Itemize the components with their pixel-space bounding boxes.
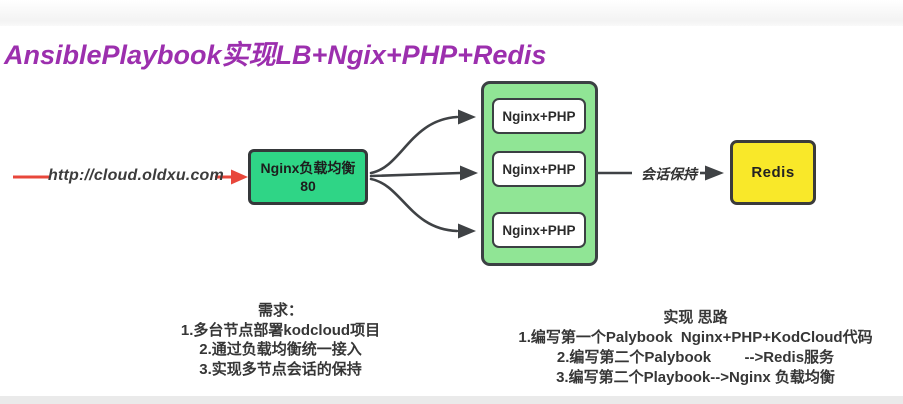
redis-label: Redis: [751, 164, 795, 181]
nginx-php-node: Nginx+PHP: [492, 151, 586, 187]
web-cluster-container: Nginx+PHP Nginx+PHP Nginx+PHP: [481, 81, 598, 266]
implementation-line: 3.编写第二个Playbook-->Nginx 负载均衡: [556, 369, 835, 386]
bottom-gray-strip: [0, 396, 903, 404]
implementation-notes: 实现 思路 1.编写第一个Palybook Nginx+PHP+KodCloud…: [488, 308, 903, 388]
requirements-line: 2.通过负载均衡统一接入: [199, 341, 362, 358]
nginx-php-node: Nginx+PHP: [492, 98, 586, 134]
implementation-heading: 实现 思路: [663, 309, 728, 326]
top-gradient-strip: [0, 0, 903, 26]
implementation-line: 2.编写第二个Palybook -->Redis服务: [556, 349, 835, 366]
curve-arrowhead-middle-icon: [460, 165, 478, 181]
requirements-heading: 需求：: [257, 302, 303, 319]
implementation-line: 1.编写第一个Palybook Nginx+PHP+KodCloud代码: [518, 329, 873, 346]
requirements-line: 3.实现多节点会话的保持: [199, 360, 362, 378]
load-balancer-box: Nginx负载均衡 80: [248, 149, 368, 205]
url-label: http://cloud.oldxu.com: [48, 167, 224, 184]
curve-arrowhead-bottom-icon: [458, 223, 476, 239]
curve-arrow-middle: [369, 171, 462, 178]
redis-box: Redis: [730, 140, 816, 205]
session-arrowhead-icon: [705, 165, 724, 181]
load-balancer-port: 80: [300, 178, 316, 194]
requirements-line: 1.多台节点部署kodcloud项目: [180, 321, 381, 339]
load-balancer-label: Nginx负载均衡: [260, 160, 356, 176]
session-keep-label: 会话保持: [641, 166, 697, 182]
nginx-php-node: Nginx+PHP: [492, 212, 586, 248]
curve-arrow-bottom: [369, 177, 459, 233]
page-title: AnsiblePlaybook实现LB+Ngix+PHP+Redis: [4, 40, 547, 70]
curve-arrow-top: [369, 115, 459, 175]
red-arrowhead-icon: [231, 169, 248, 185]
curve-arrowhead-top-icon: [458, 109, 476, 125]
requirements-notes: 需求： 1.多台节点部署kodcloud项目 2.通过负载均衡统一接入 3.实现…: [148, 301, 413, 379]
